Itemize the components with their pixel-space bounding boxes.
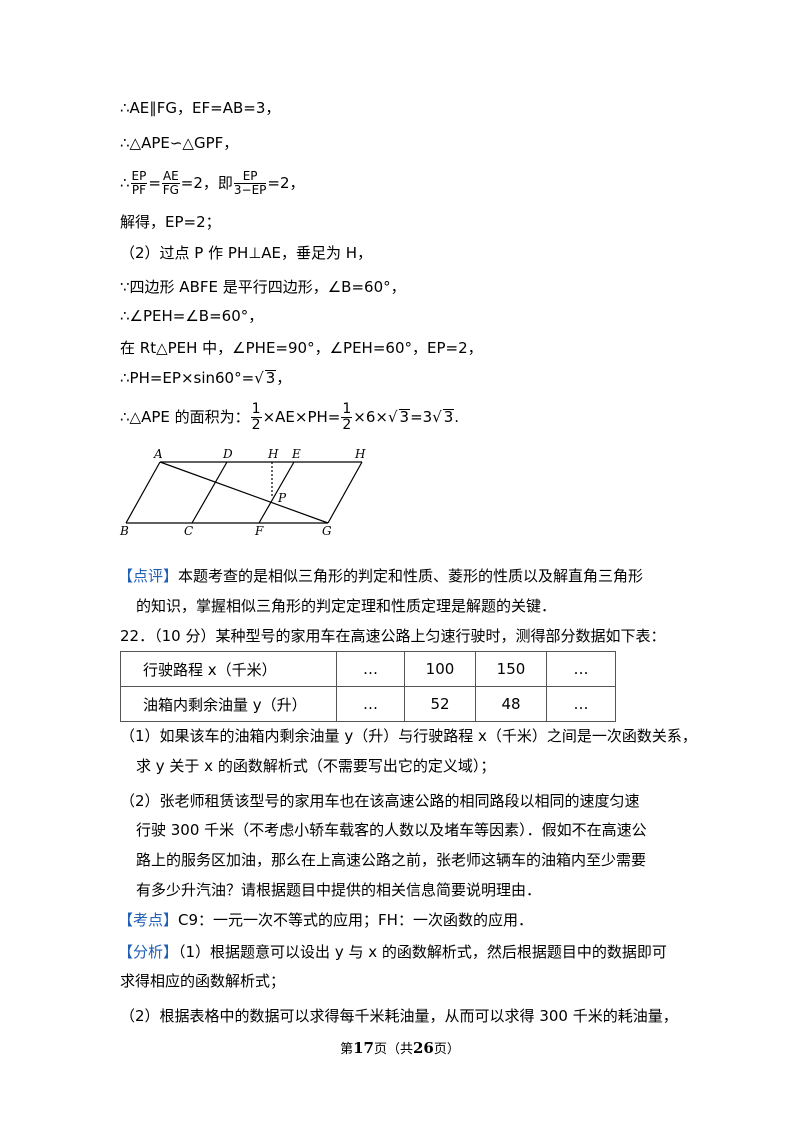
fraction-denominator: FG — [162, 183, 179, 197]
fraction-numerator: EP — [130, 169, 148, 184]
fenxi-line-3: （2）根据表格中的数据可以求得每千米耗油量，从而可以求得 300 千米的耗油量， — [120, 1007, 678, 1025]
solution-line-9: ∴PH=EP×sin60°=√3， — [120, 368, 291, 388]
footer-total-pages: 26 — [413, 1039, 434, 1057]
fraction-numerator: EP — [233, 170, 267, 184]
fenxi-text-1: （1）根据题意可以设出 y 与 x 的函数解析式，然后根据题目中的数据即可 — [178, 943, 667, 961]
table-cell: 48 — [475, 686, 547, 722]
table-cell: 150 — [475, 651, 547, 687]
fraction-numerator: AE — [161, 169, 180, 184]
solution-line-8: 在 Rt△PEH 中，∠PHE=90°，∠PEH=60°，EP=2， — [120, 339, 483, 357]
line10-eq: =3 — [410, 408, 433, 426]
fenxi-line-1: 【分析】（1）根据题意可以设出 y 与 x 的函数解析式，然后根据题目中的数据即… — [118, 942, 667, 962]
solution-line-2: ∴△APE∽△GPF， — [120, 134, 239, 152]
question-1-line-1: （1）如果该车的油箱内剩余油量 y（升）与行驶路程 x（千米）之间是一次函数关系… — [120, 727, 697, 745]
line10-text: ∴△APE 的面积为： — [120, 408, 250, 426]
table-cell: 100 — [404, 651, 476, 687]
label-f: F — [254, 524, 264, 538]
line10-mid: ×AE×PH= — [262, 408, 341, 426]
fraction-denominator: 3−EP — [233, 183, 267, 197]
kaodian-line: 【考点】C9：一元一次不等式的应用；FH：一次函数的应用． — [118, 910, 533, 930]
fraction-numerator: 1 — [341, 401, 353, 418]
comment-line-1: 【点评】本题考查的是相似三角形的判定和性质、菱形的性质以及解直角三角形 — [118, 566, 643, 586]
label-b: B — [119, 524, 129, 538]
table-cell: … — [546, 651, 616, 687]
label-a: A — [153, 447, 163, 461]
sqrt-symbol: √ — [432, 408, 442, 426]
kaodian-text: C9：一元一次不等式的应用；FH：一次函数的应用． — [178, 911, 533, 929]
segment-e-f — [258, 461, 295, 524]
label-h-right: H — [354, 447, 366, 461]
sqrt-radicand: 3 — [442, 408, 455, 426]
fraction-numerator: 1 — [250, 401, 262, 418]
label-e: E — [291, 447, 301, 461]
table-cell: … — [336, 651, 405, 687]
line9-text: ∴PH=EP×sin60°= — [120, 369, 255, 387]
geometry-figure: A D H E H P B C F G — [119, 447, 366, 538]
label-d: D — [222, 447, 233, 461]
footer-post: 页） — [433, 1042, 460, 1057]
kaodian-tag: 【考点】 — [118, 911, 179, 929]
question-1-line-2: 求 y 关于 x 的函数解析式（不需要写出它的定义域）； — [136, 757, 496, 775]
solution-line-7: ∴∠PEH=∠B=60°， — [120, 307, 264, 325]
label-g: G — [322, 524, 332, 538]
line3-end: =2， — [267, 174, 305, 192]
sqrt-symbol: √ — [387, 408, 398, 426]
line10-end: . — [454, 408, 460, 426]
fenxi-line-2: 求得相应的函数解析式； — [120, 972, 286, 990]
comment-tag: 【点评】 — [118, 567, 179, 585]
fenxi-tag: 【分析】 — [118, 943, 179, 961]
question-2-line-4: 有多少升汽油？请根据题目中提供的相关信息简要说明理由． — [136, 881, 542, 899]
fraction-denominator: PF — [131, 183, 147, 197]
footer-page-number: 17 — [353, 1039, 374, 1057]
table-row: 行驶路程 x（千米） … 100 150 … — [120, 651, 616, 687]
segment-a-b — [125, 461, 161, 524]
line3-mid: =2，即 — [180, 174, 233, 192]
label-c: C — [184, 524, 193, 538]
fraction-denominator: 2 — [251, 417, 261, 433]
segment-d-c — [191, 461, 228, 524]
sqrt-symbol: √ — [254, 369, 264, 387]
fraction-denominator: 2 — [342, 417, 352, 433]
footer-pre: 第 — [340, 1042, 354, 1057]
table-cell: 52 — [404, 686, 476, 722]
table-cell: 油箱内剩余油量 y（升） — [120, 686, 337, 722]
segment-a-g — [159, 461, 329, 524]
line3-prefix: ∴ — [120, 174, 130, 192]
question-2-line-1: （2）张老师租赁该型号的家用车也在该高速公路的相同路段以相同的速度匀速 — [120, 792, 640, 810]
label-h-top: H — [267, 447, 279, 461]
solution-line-5: （2）过点 P 作 PH⊥AE，垂足为 H， — [120, 244, 373, 262]
table-cell: … — [546, 686, 616, 722]
page-footer: 第17页（共26页） — [0, 1038, 800, 1057]
solution-line-4: 解得，EP=2； — [120, 213, 221, 231]
solution-line-1: ∴AE∥FG，EF=AB=3， — [120, 99, 281, 117]
equals: = — [148, 174, 161, 192]
question-2-line-2: 行驶 300 千米（不考虑小轿车载客的人数以及堵车等因素）．假如不在高速公 — [136, 821, 647, 839]
table-cell: … — [336, 686, 405, 722]
table-row: 油箱内剩余油量 y（升） … 52 48 … — [120, 686, 616, 722]
footer-mid: 页（共 — [373, 1042, 413, 1057]
sqrt-radicand: 3 — [398, 408, 411, 426]
sqrt-radicand: 3 — [264, 369, 277, 387]
segment-h-g — [327, 461, 363, 524]
solution-line-6: ∵四边形 ABFE 是平行四边形，∠B=60°， — [120, 278, 406, 296]
problem-intro: 22．（10 分）某种型号的家用车在高速公路上匀速行驶时，测得部分数据如下表： — [120, 627, 666, 645]
line9-end: ， — [276, 369, 292, 387]
comment-line-2: 的知识，掌握相似三角形的判定定理和性质定理是解题的关键． — [136, 597, 557, 615]
question-2-line-3: 路上的服务区加油，那么在上高速公路之前，张老师这辆车的油箱内至少需要 — [136, 851, 647, 869]
comment-text-1: 本题考查的是相似三角形的判定和性质、菱形的性质以及解直角三角形 — [178, 567, 644, 585]
label-p: P — [277, 491, 287, 505]
table-cell: 行驶路程 x（千米） — [120, 651, 337, 687]
data-table: 行驶路程 x（千米） … 100 150 … 油箱内剩余油量 y（升） … 52… — [120, 651, 616, 722]
line10-mid2: ×6× — [353, 408, 388, 426]
